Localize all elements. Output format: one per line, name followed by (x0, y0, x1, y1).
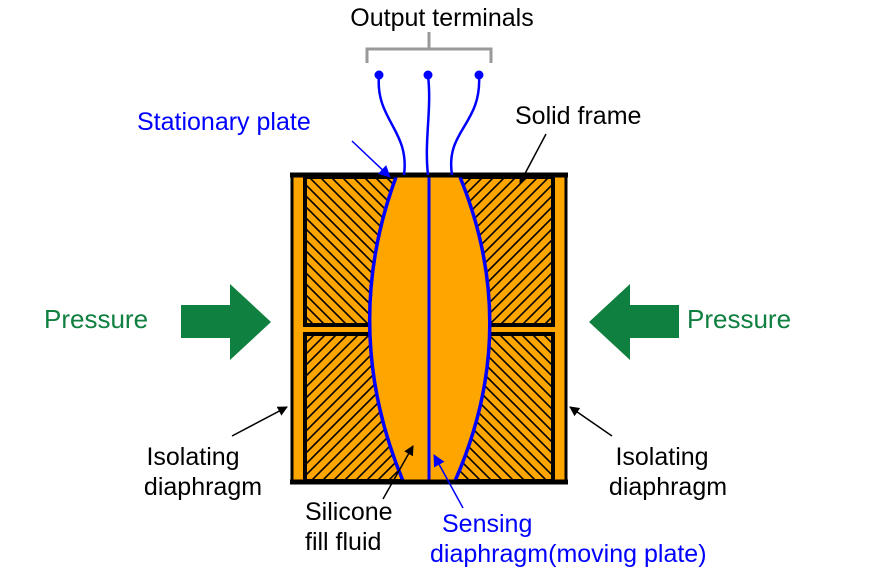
silicone-label-1: Silicone (305, 498, 393, 526)
isolating-right-pointer (569, 406, 613, 437)
stationary-plate-label: Stationary plate (137, 108, 311, 136)
pressure-left-label: Pressure (44, 304, 148, 334)
pressure-arrow-right-icon (589, 284, 679, 360)
isolating-left-pointer (231, 406, 288, 437)
terminal-dot-middle (423, 70, 433, 80)
isolating-left-label-1: Isolating (146, 443, 239, 471)
sensing-label-2: diaphragm(moving plate) (430, 540, 707, 568)
solid-frame-pointer (519, 133, 547, 184)
silicone-pointer (382, 445, 414, 500)
isolating-right-label-1: Isolating (615, 443, 708, 471)
sensing-label-1: Sensing (442, 510, 532, 538)
isolating-right-label-2: diaphragm (609, 473, 727, 501)
stationary-plate-left (367, 176, 405, 482)
isolating-left-label-2: diaphragm (144, 473, 262, 501)
solid-frame-label: Solid frame (515, 102, 641, 130)
output-terminal-bracket (365, 32, 493, 63)
stationary-plate-pointer (351, 140, 391, 178)
sensing-pointer (433, 454, 464, 509)
terminal-dot-right (474, 70, 484, 80)
pressure-arrow-left-icon (181, 284, 271, 360)
terminal-dot-left (374, 70, 384, 80)
stationary-plate-right (453, 176, 492, 482)
silicone-label-2: fill fluid (305, 528, 381, 556)
pressure-right-label: Pressure (687, 304, 791, 334)
terminal-wires (377, 74, 481, 176)
output-terminals-label: Output terminals (350, 4, 533, 32)
